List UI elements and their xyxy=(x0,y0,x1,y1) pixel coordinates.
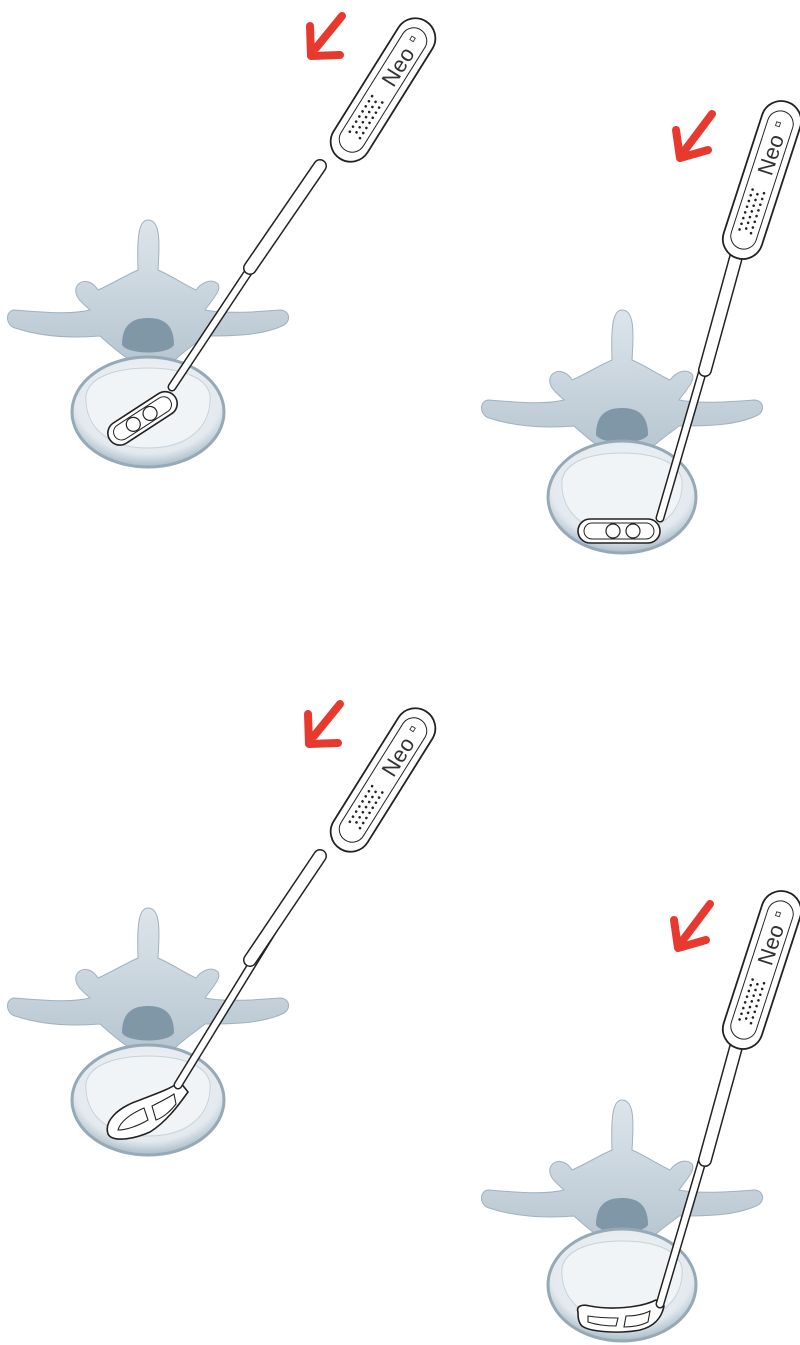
straight-implant-icon xyxy=(578,519,660,543)
inserter-instrument-icon: Neo xyxy=(172,11,443,387)
panel-4: Neo xyxy=(470,860,800,1345)
vertebra-icon xyxy=(482,310,763,553)
vertebra-diagram-4: Neo xyxy=(470,860,800,1345)
arrow-icon xyxy=(310,16,342,56)
vertebra-diagram-1: Neo xyxy=(0,0,460,480)
vertebra-icon xyxy=(482,1100,763,1341)
vertebra-diagram-3: Neo xyxy=(0,690,460,1170)
arrow-icon xyxy=(308,704,340,744)
panel-2: Neo xyxy=(470,70,800,570)
inserter-instrument-icon: Neo xyxy=(178,701,443,1085)
panel-1: Neo xyxy=(0,0,460,480)
arrow-icon xyxy=(676,114,712,158)
arrow-icon xyxy=(674,904,710,948)
panel-3: Neo xyxy=(0,690,460,1170)
vertebra-diagram-2: Neo xyxy=(470,70,800,570)
